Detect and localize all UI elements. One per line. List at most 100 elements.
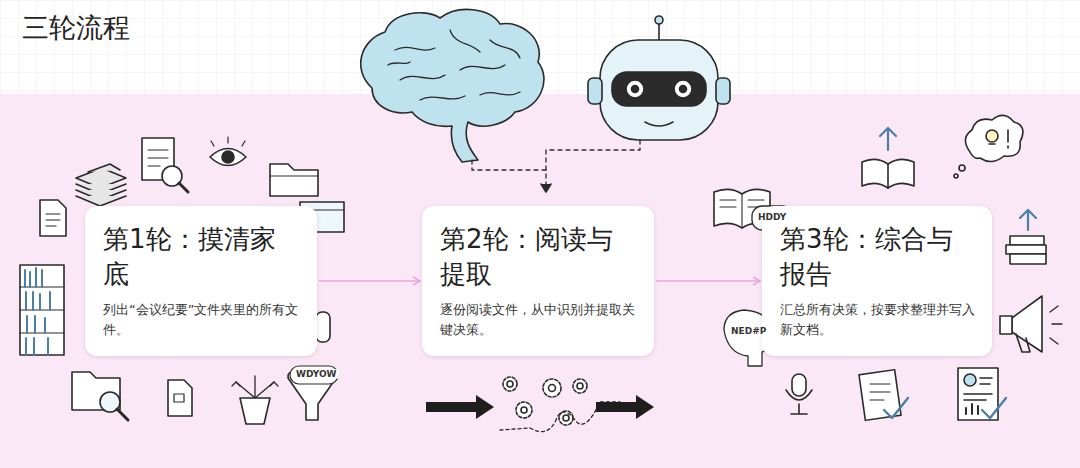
gear-icon-part (577, 383, 583, 389)
gear-icon-part (573, 379, 587, 393)
paper-stack-icon-part (76, 196, 126, 206)
paper-stack-icon-part (88, 164, 120, 172)
robot-sketch-part (680, 86, 687, 93)
checked-document-icon-part (884, 398, 908, 418)
megaphone-icon-part (1012, 296, 1042, 352)
book-upload-icon (862, 128, 914, 188)
gear-icon-part (549, 385, 556, 392)
black-arrow (426, 395, 654, 419)
step-description: 列出“会议纪要”文件夹里的所有文件。 (103, 300, 301, 339)
microphone-icon (786, 374, 812, 414)
report-chart-icon-part (982, 398, 1006, 418)
black-arrow-part (426, 395, 494, 419)
step-heading: 第2轮：阅读与提取 (440, 222, 638, 292)
document-search-icon-part (148, 150, 168, 166)
document-search-icon-part (179, 183, 188, 192)
doodle-text: NED#P (729, 326, 768, 336)
dashed-leader-part (472, 160, 546, 188)
document-icon-part (46, 214, 60, 226)
book-upload-icon-part (887, 164, 889, 188)
eye-icon (210, 137, 246, 166)
folder-search-icon-part (117, 409, 128, 420)
bucket-icon-part (232, 382, 278, 386)
book-upload-icon-part (880, 128, 896, 150)
robot-sketch-part (645, 122, 673, 126)
flow-arrow (656, 280, 760, 282)
robot-sketch (588, 16, 730, 140)
bookshelf-icon (20, 265, 64, 355)
report-chart-icon-part (964, 378, 992, 400)
flow-arrow (319, 280, 420, 282)
microphone-icon-part (792, 374, 806, 396)
step-description: 逐份阅读文件，从中识别并提取关键决策。 (440, 300, 638, 339)
gear-icon-part (516, 402, 532, 418)
folder-icon (270, 164, 318, 196)
step-heading: 第1轮：摸清家底 (103, 222, 301, 292)
robot-sketch-part (612, 72, 706, 106)
folder-icon-part (270, 164, 318, 196)
bookshelf-icon-part (25, 268, 50, 355)
doodle-text: HDDY (756, 212, 788, 222)
arrow-head (541, 184, 551, 192)
file-icon-part (174, 394, 184, 402)
idea-bubble-icon-part (954, 174, 958, 178)
bucket-icon-part (236, 376, 274, 398)
document-search-icon (142, 138, 188, 192)
megaphone-icon-part (1000, 316, 1012, 334)
idea-bubble-icon (954, 115, 1023, 178)
book-stack-icon-part (1020, 210, 1036, 230)
gear-icon-part (543, 379, 561, 397)
report-chart-icon-part (964, 374, 976, 386)
step-card: 第3轮：综合与报告汇总所有决策，按要求整理并写入新文档。 (762, 206, 992, 356)
robot-sketch-part (674, 80, 692, 98)
book-stack-icon-part (1010, 254, 1046, 264)
dashed-leader (472, 140, 640, 188)
report-chart-icon (958, 368, 1006, 420)
book-upload-icon-part (862, 159, 914, 188)
gear-icon-part (521, 407, 527, 413)
folder-icon-part (270, 175, 318, 176)
microphone-icon-part (786, 390, 812, 414)
megaphone-icon-part (1050, 306, 1062, 344)
file-icon (168, 380, 192, 416)
file-icon-part (168, 380, 192, 416)
pink-ground (0, 94, 1080, 468)
paper-stack-icon (76, 164, 126, 206)
idea-bubble-icon-part (959, 165, 965, 171)
checked-document-icon (859, 370, 908, 421)
bucket-icon (232, 376, 278, 424)
robot-sketch-part (600, 40, 718, 140)
bucket-icon-part (240, 398, 270, 424)
step-card: 第1轮：摸清家底列出“会议纪要”文件夹里的所有文件。 (85, 206, 317, 356)
report-chart-icon-part (958, 368, 998, 420)
gear-icon (503, 377, 587, 425)
megaphone-icon (1000, 296, 1062, 352)
robot-sketch-part (588, 78, 602, 104)
sticker-tag (290, 366, 338, 384)
idea-bubble-icon-part (989, 130, 1008, 148)
gear-icon-part (563, 415, 569, 421)
bookshelf-icon-part (20, 265, 64, 355)
document-icon (40, 200, 66, 236)
dashed-leader-part (546, 140, 640, 170)
eye-icon-part (210, 149, 246, 166)
gear-icon-part (507, 381, 513, 387)
document-icon-part (40, 200, 66, 236)
black-arrow-part (596, 395, 654, 419)
megaphone-icon-part (1016, 334, 1030, 352)
brain-sketch-part (388, 30, 520, 100)
checked-document-icon-part (870, 384, 890, 400)
book-stack-icon-part (1010, 236, 1044, 245)
diagram-title: 三轮流程 (22, 10, 130, 46)
robot-sketch-part (626, 80, 644, 98)
idea-bubble-icon-part (986, 130, 998, 142)
clip-icon-part (316, 312, 330, 342)
brain-sketch (361, 9, 544, 162)
folder-search-icon (72, 372, 128, 420)
book-stack-icon (1006, 210, 1046, 264)
gear-icon-part (559, 411, 573, 425)
doodle-text: WDYOW (294, 369, 339, 379)
brain-sketch-part (361, 9, 544, 162)
gear-icon-part (503, 377, 517, 391)
robot-sketch-part (655, 16, 663, 24)
